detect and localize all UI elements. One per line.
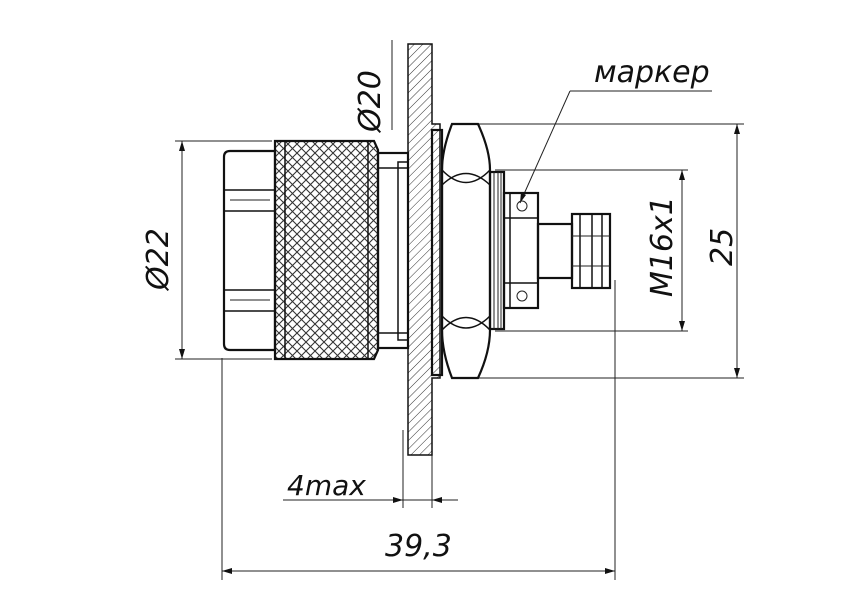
dimension-lines [175,40,744,580]
diameter-20-label: Ø20 [353,70,388,134]
rear-pin [536,212,612,290]
marker-label: маркер [594,55,710,90]
mounting-panel [407,43,441,456]
hex-mounting-nut [440,122,492,380]
knurled-coupling-nut [273,139,380,361]
panel-thickness-label: 4max [287,469,366,502]
height-25-label: 25 [705,228,740,266]
threaded-section [488,170,540,331]
overall-length-label: 39,3 [385,529,452,564]
front-hex-cap [222,149,277,352]
diameter-22-label: Ø22 [141,228,176,292]
thread-label: M16x1 [645,196,680,297]
